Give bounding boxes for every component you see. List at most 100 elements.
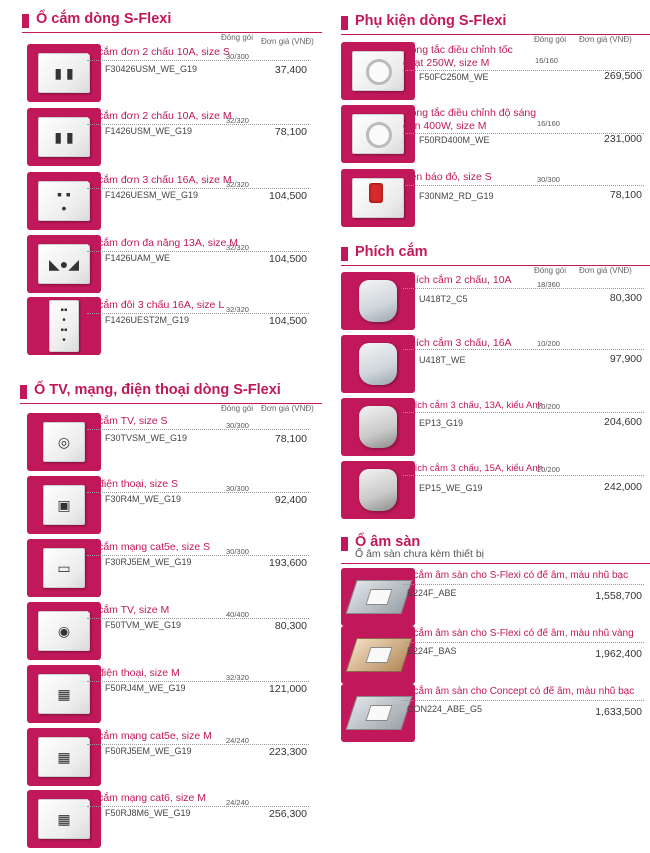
section-marker — [22, 14, 29, 28]
section-header-floor: Ổ âm sàn — [341, 533, 650, 555]
product-row[interactable]: Đèn báo đỏ, size S 30/300 F30NM2_RD_G19 … — [341, 169, 650, 229]
section-rule — [22, 32, 322, 33]
product-row[interactable]: ▮ ▮ Ổ cắm đơn 2 chấu 10A, size M 32/320 … — [27, 108, 315, 168]
product-pack: 18/360 — [537, 280, 560, 289]
product-code: E224F_ABE — [407, 588, 457, 598]
product-row[interactable]: ◉ Ổ cắm TV, size M 40/400 F50TVM_WE_G19 … — [27, 602, 315, 662]
product-thumbnail: ▮ ▮ — [27, 44, 101, 102]
socket-2pin-icon: ▮ ▮ — [54, 129, 74, 145]
product-thumbnail: ▦ — [27, 728, 101, 786]
product-row[interactable]: Công tắc điều chỉnh độ sáng đèn 400W, si… — [341, 105, 650, 165]
dotted-line — [87, 681, 309, 682]
section-marker — [341, 247, 348, 261]
product-row[interactable]: ▪ ▪• Ổ cắm đơn 3 chấu 16A, size M 32/320… — [27, 172, 315, 232]
dotted-line — [87, 806, 309, 807]
product-row[interactable]: ▦ Ổ cắm mạng cat5e, size M 24/240 F50RJ5… — [27, 728, 315, 788]
dotted-line — [87, 429, 309, 430]
plug-3pin-icon — [359, 343, 397, 385]
section-subtitle: Ổ âm sàn chưa kèm thiết bị — [355, 548, 484, 560]
network-socket-icon: ▦ — [57, 749, 71, 765]
product-name-line2: đèn 400W, size M — [403, 120, 487, 132]
product-code: F50RD400M_WE — [419, 135, 490, 145]
product-pack: 24/240 — [226, 798, 249, 807]
product-thumbnail: ▮ ▮ — [27, 108, 101, 166]
product-price: 80,300 — [274, 620, 307, 632]
section-title: Ổ cắm dòng S-Flexi — [36, 11, 172, 27]
product-row[interactable]: ▪▪•▪▪• Ổ cắm đôi 3 chấu 16A, size L 32/3… — [27, 297, 315, 357]
product-code: U418T2_C5 — [419, 294, 468, 304]
price-header: Đơn giá (VNĐ) — [261, 404, 314, 413]
product-row[interactable]: ▣ Ổ điện thoại, size S 30/300 F30R4M_WE_… — [27, 476, 315, 536]
tv-socket-icon: ◉ — [57, 623, 71, 639]
pack-header: Đóng gói — [221, 404, 254, 413]
product-pack: 30/300 — [226, 484, 249, 493]
product-name: Ổ cắm đơn 3 chấu 16A, size M — [87, 174, 232, 186]
product-price: 78,100 — [609, 189, 642, 201]
dotted-line — [87, 188, 309, 189]
phone-socket-icon: ▦ — [57, 686, 71, 702]
section-marker — [341, 16, 348, 30]
socket-multi-icon: ◣●◢ — [49, 256, 79, 272]
tv-socket-icon: ◎ — [57, 434, 71, 450]
product-thumbnail: ◣●◢ — [27, 235, 101, 293]
section-rule — [341, 563, 650, 564]
dotted-line — [87, 492, 309, 493]
section-header-plug: Phích cắm — [341, 243, 650, 266]
section-marker — [20, 385, 27, 399]
product-thumbnail: ◉ — [27, 602, 101, 660]
product-price: 104,500 — [269, 190, 307, 202]
pack-header: Đóng gói — [534, 35, 567, 44]
dotted-line — [87, 744, 309, 745]
product-row[interactable]: ▦ Ổ điện thoại, size M 32/320 F50RJ4M_WE… — [27, 665, 315, 725]
dotted-line — [403, 185, 644, 186]
product-row[interactable]: Ổ cắm âm sàn cho S-Flexi có đế âm, màu n… — [341, 568, 650, 628]
product-row[interactable]: ▮ ▮ Ổ cắm đơn 2 chấu 10A, size S 30/300 … — [27, 44, 315, 104]
product-row[interactable]: Phích cắm 3 chấu, 15A, kiểu Anh 20/200 E… — [341, 461, 650, 521]
product-row[interactable]: Phích cắm 3 chấu, 16A 10/200 U418T_WE 97… — [341, 335, 650, 395]
product-row[interactable]: ◎ Ổ cắm TV, size S 30/300 F30TVSM_WE_G19… — [27, 413, 315, 473]
section-header-sflexi: Ổ cắm dòng S-Flexi — [22, 10, 322, 33]
product-thumbnail: ▪▪•▪▪• — [27, 297, 101, 355]
section-title: Phích cắm — [355, 244, 428, 260]
dotted-line — [87, 124, 309, 125]
red-indicator-icon — [369, 183, 383, 203]
section-title: Phụ kiện dòng S-Flexi — [355, 13, 507, 29]
product-pack: 32/320 — [226, 305, 249, 314]
price-header: Đơn giá (VNĐ) — [579, 35, 632, 44]
product-row[interactable]: Công tắc điều chỉnh tốc quạt 250W, size … — [341, 42, 650, 102]
product-row[interactable]: Ổ cắm âm sàn cho Concept có đế âm, màu n… — [341, 684, 650, 744]
section-rule — [20, 403, 322, 404]
product-name: Ổ cắm mạng cat5e, size M — [87, 730, 212, 742]
product-pack: 32/320 — [226, 243, 249, 252]
product-price: 242,000 — [604, 481, 642, 493]
product-name: Phích cắm 2 chấu, 10A — [403, 274, 512, 286]
product-pack: 24/240 — [226, 736, 249, 745]
floor-box-silver-icon — [345, 580, 413, 614]
product-name: Ổ cắm âm sàn cho S-Flexi có đế âm, màu n… — [403, 570, 629, 581]
product-row[interactable]: ◣●◢ Ổ cắm đơn đa năng 13A, size M 32/320… — [27, 235, 315, 295]
socket-2pin-icon: ▮ ▮ — [54, 65, 74, 81]
product-name-line2: quạt 250W, size M — [403, 57, 490, 69]
product-price: 78,100 — [274, 433, 307, 445]
product-pack: 30/300 — [537, 175, 560, 184]
product-thumbnail: ▣ — [27, 476, 101, 534]
light-dimmer-icon — [366, 122, 392, 148]
product-code: EP15_WE_G19 — [419, 483, 483, 493]
dotted-line — [403, 700, 644, 701]
product-row[interactable]: Ổ cắm âm sàn cho S-Flexi có đế âm, màu n… — [341, 626, 650, 686]
product-row[interactable]: Phích cắm 2 chấu, 10A 18/360 U418T2_C5 8… — [341, 272, 650, 332]
product-pack: 32/320 — [226, 673, 249, 682]
product-row[interactable]: Phích cắm 3 chấu, 13A, kiểu Anh 20/200 E… — [341, 398, 650, 458]
product-pack: 30/300 — [226, 421, 249, 430]
socket-double-icon: ▪▪•▪▪• — [60, 305, 68, 346]
product-row[interactable]: ▦ Ổ cắm mạng cat6, size M 24/240 F50RJ8M… — [27, 790, 315, 850]
product-name: Ổ cắm đơn 2 chấu 10A, size S — [87, 46, 230, 58]
dotted-line — [403, 288, 644, 289]
pack-header: Đóng gói — [221, 33, 254, 42]
dotted-line — [403, 642, 644, 643]
product-row[interactable]: ▭ Ổ cắm mạng cat5e, size S 30/300 F30RJ5… — [27, 539, 315, 599]
product-name: Ổ cắm đôi 3 chấu 16A, size L — [87, 299, 225, 311]
plug-2pin-icon — [359, 280, 397, 322]
product-code: F1426UEST2M_G19 — [105, 315, 190, 325]
dotted-line — [403, 475, 644, 476]
